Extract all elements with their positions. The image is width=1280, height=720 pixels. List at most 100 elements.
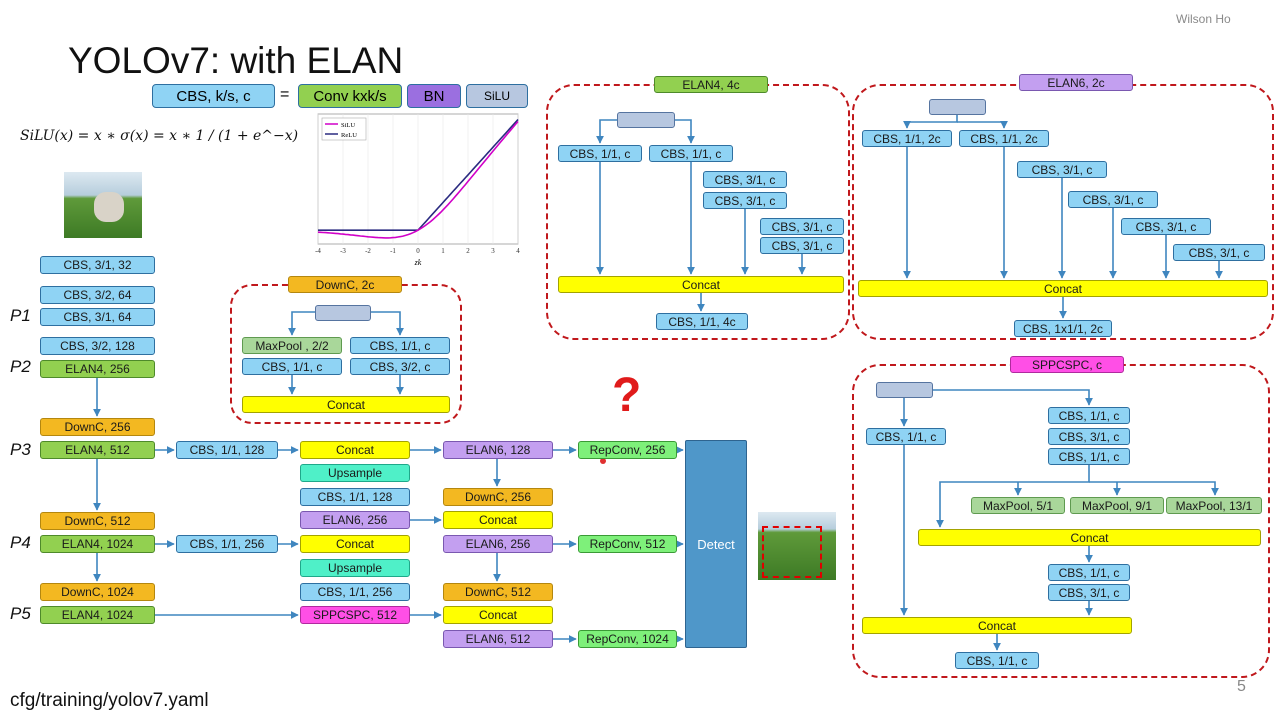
head-repconv-1024: RepConv, 1024 <box>578 630 677 648</box>
head-upsample-2: Upsample <box>300 559 410 577</box>
head-sppcspc-512: SPPCSPC, 512 <box>300 606 410 624</box>
chart-xtick-label: 1 <box>441 247 445 255</box>
sppcspc-block-split <box>876 382 933 398</box>
elan4-block-cbs-out: CBS, 1/1, 4c <box>656 313 748 330</box>
head-concat-3: Concat <box>443 511 553 529</box>
elan6-block-cbs-3: CBS, 3/1, c <box>1017 161 1107 178</box>
connector-arrow <box>903 115 958 129</box>
sppcspc-block-cbs-r3: CBS, 1/1, c <box>1048 448 1130 465</box>
downc-block-title: DownC, 2c <box>288 276 402 293</box>
detect-head: Detect <box>685 440 747 648</box>
page-number: 5 <box>1237 678 1246 695</box>
legend-silu-entry: SiLU <box>341 122 355 129</box>
sppcspc-block-cbs-r4: CBS, 1/1, c <box>1048 564 1130 581</box>
legend-conv: Conv kxk/s <box>298 84 402 108</box>
backbone-cbs-3-1-64: CBS, 3/1, 64 <box>40 308 155 326</box>
connector-arrow <box>904 389 1093 406</box>
sppcspc-block-concat-2: Concat <box>862 617 1132 634</box>
sppcspc-block-maxpool-9: MaxPool, 9/1 <box>1070 497 1164 514</box>
backbone-elan4-256: ELAN4, 256 <box>40 360 155 378</box>
downc-block-split <box>315 305 371 321</box>
head-cbs-1-1-256: CBS, 1/1, 256 <box>176 535 278 553</box>
backbone-downc-512: DownC, 512 <box>40 512 155 530</box>
input-cat-image <box>64 172 142 238</box>
elan6-block-concat: Concat <box>858 280 1268 297</box>
legend-bn: BN <box>407 84 461 108</box>
sppcspc-block-cbs-r5: CBS, 3/1, c <box>1048 584 1130 601</box>
elan4-block-title: ELAN4, 4c <box>654 76 768 93</box>
elan4-block-cbs-4: CBS, 3/1, c <box>703 192 787 209</box>
elan4-block-cbs-1: CBS, 1/1, c <box>558 145 642 162</box>
chart-xtick-label: -4 <box>315 247 321 255</box>
head-cbs-1-1-128: CBS, 1/1, 128 <box>176 441 278 459</box>
downc-block-cbs-right-2: CBS, 3/2, c <box>350 358 450 375</box>
label-p1: P1 <box>10 306 31 325</box>
connector-arrow <box>957 120 1008 129</box>
chart-xtick-label: 3 <box>491 247 495 255</box>
head-cbs-1-1-128-b: CBS, 1/1, 128 <box>300 488 410 506</box>
sppcspc-block-concat-1: Concat <box>918 529 1261 546</box>
backbone-cbs-3-2-64: CBS, 3/2, 64 <box>40 286 155 304</box>
backbone-downc-256: DownC, 256 <box>40 418 155 436</box>
label-p5: P5 <box>10 604 31 623</box>
silu-formula: SiLU(x) = x ∗ σ(x) = x ∗ 1 / (1 + e^−x) <box>20 128 299 144</box>
silu-curve <box>317 120 519 239</box>
sppcspc-block-cbs-r1: CBS, 1/1, c <box>1048 407 1130 424</box>
head-upsample-1: Upsample <box>300 464 410 482</box>
chart-xlabel: zk <box>414 258 422 267</box>
elan6-block-cbs-2: CBS, 1/1, 2c <box>959 130 1049 147</box>
elan4-block-split <box>617 112 675 128</box>
head-downc-256: DownC, 256 <box>443 488 553 506</box>
elan4-block-cbs-5: CBS, 3/1, c <box>760 218 844 235</box>
label-p3: P3 <box>10 440 31 459</box>
head-elan6-256-b: ELAN6, 256 <box>443 535 553 553</box>
downc-block-cbs-right-1: CBS, 1/1, c <box>350 337 450 354</box>
elan4-block-concat: Concat <box>558 276 844 293</box>
author-label: Wilson Ho <box>1176 12 1231 26</box>
connector-arrow <box>936 465 1090 528</box>
elan6-block-title: ELAN6, 2c <box>1019 74 1133 91</box>
chart-xtick-label: 4 <box>516 247 520 255</box>
head-concat-2: Concat <box>300 535 410 553</box>
chart-xtick-label: -3 <box>340 247 346 255</box>
head-concat-1: Concat <box>300 441 410 459</box>
head-repconv-512: RepConv, 512 <box>578 535 677 553</box>
cat-body <box>94 192 124 222</box>
downc-block-concat: Concat <box>242 396 450 413</box>
connector-arrow <box>1089 481 1219 496</box>
backbone-elan4-512: ELAN4, 512 <box>40 441 155 459</box>
elan4-block-cbs-6: CBS, 3/1, c <box>760 237 844 254</box>
backbone-cbs-3-1-32: CBS, 3/1, 32 <box>40 256 155 274</box>
backbone-cbs-3-2-128: CBS, 3/2, 128 <box>40 337 155 355</box>
elan4-block-cbs-3: CBS, 3/1, c <box>703 171 787 188</box>
legend-silu: SiLU <box>466 84 528 108</box>
elan6-block-cbs-1: CBS, 1/1, 2c <box>862 130 952 147</box>
legend-equals: = <box>280 86 290 103</box>
cursor-dot <box>600 458 606 464</box>
question-mark: ? <box>612 369 642 422</box>
downc-block-cbs-left: CBS, 1/1, c <box>242 358 342 375</box>
head-elan6-256-a: ELAN6, 256 <box>300 511 410 529</box>
downc-block-maxpool: MaxPool , 2/2 <box>242 337 342 354</box>
head-concat-4: Concat <box>443 606 553 624</box>
legend-cbs: CBS, k/s, c <box>152 84 275 108</box>
elan6-block-cbs-5: CBS, 3/1, c <box>1121 218 1211 235</box>
elan6-block-cbs-6: CBS, 3/1, c <box>1173 244 1265 261</box>
elan6-block-cbs-out: CBS, 1x1/1, 2c <box>1014 320 1112 337</box>
slide-title: YOLOv7: with ELAN <box>68 40 404 81</box>
head-downc-512: DownC, 512 <box>443 583 553 601</box>
head-elan6-128: ELAN6, 128 <box>443 441 553 459</box>
head-repconv-256: RepConv, 256 <box>578 441 677 459</box>
sppcspc-block-cbs-r2: CBS, 3/1, c <box>1048 428 1130 445</box>
head-cbs-1-1-256-b: CBS, 1/1, 256 <box>300 583 410 601</box>
detection-box <box>762 526 822 578</box>
label-p4: P4 <box>10 533 31 552</box>
elan4-block-cbs-2: CBS, 1/1, c <box>649 145 733 162</box>
head-elan6-512: ELAN6, 512 <box>443 630 553 648</box>
backbone-elan4-1024-p5: ELAN4, 1024 <box>40 606 155 624</box>
chart-xtick-label: -1 <box>390 247 396 255</box>
backbone-downc-1024: DownC, 1024 <box>40 583 155 601</box>
sppcspc-block-maxpool-5: MaxPool, 5/1 <box>971 497 1065 514</box>
